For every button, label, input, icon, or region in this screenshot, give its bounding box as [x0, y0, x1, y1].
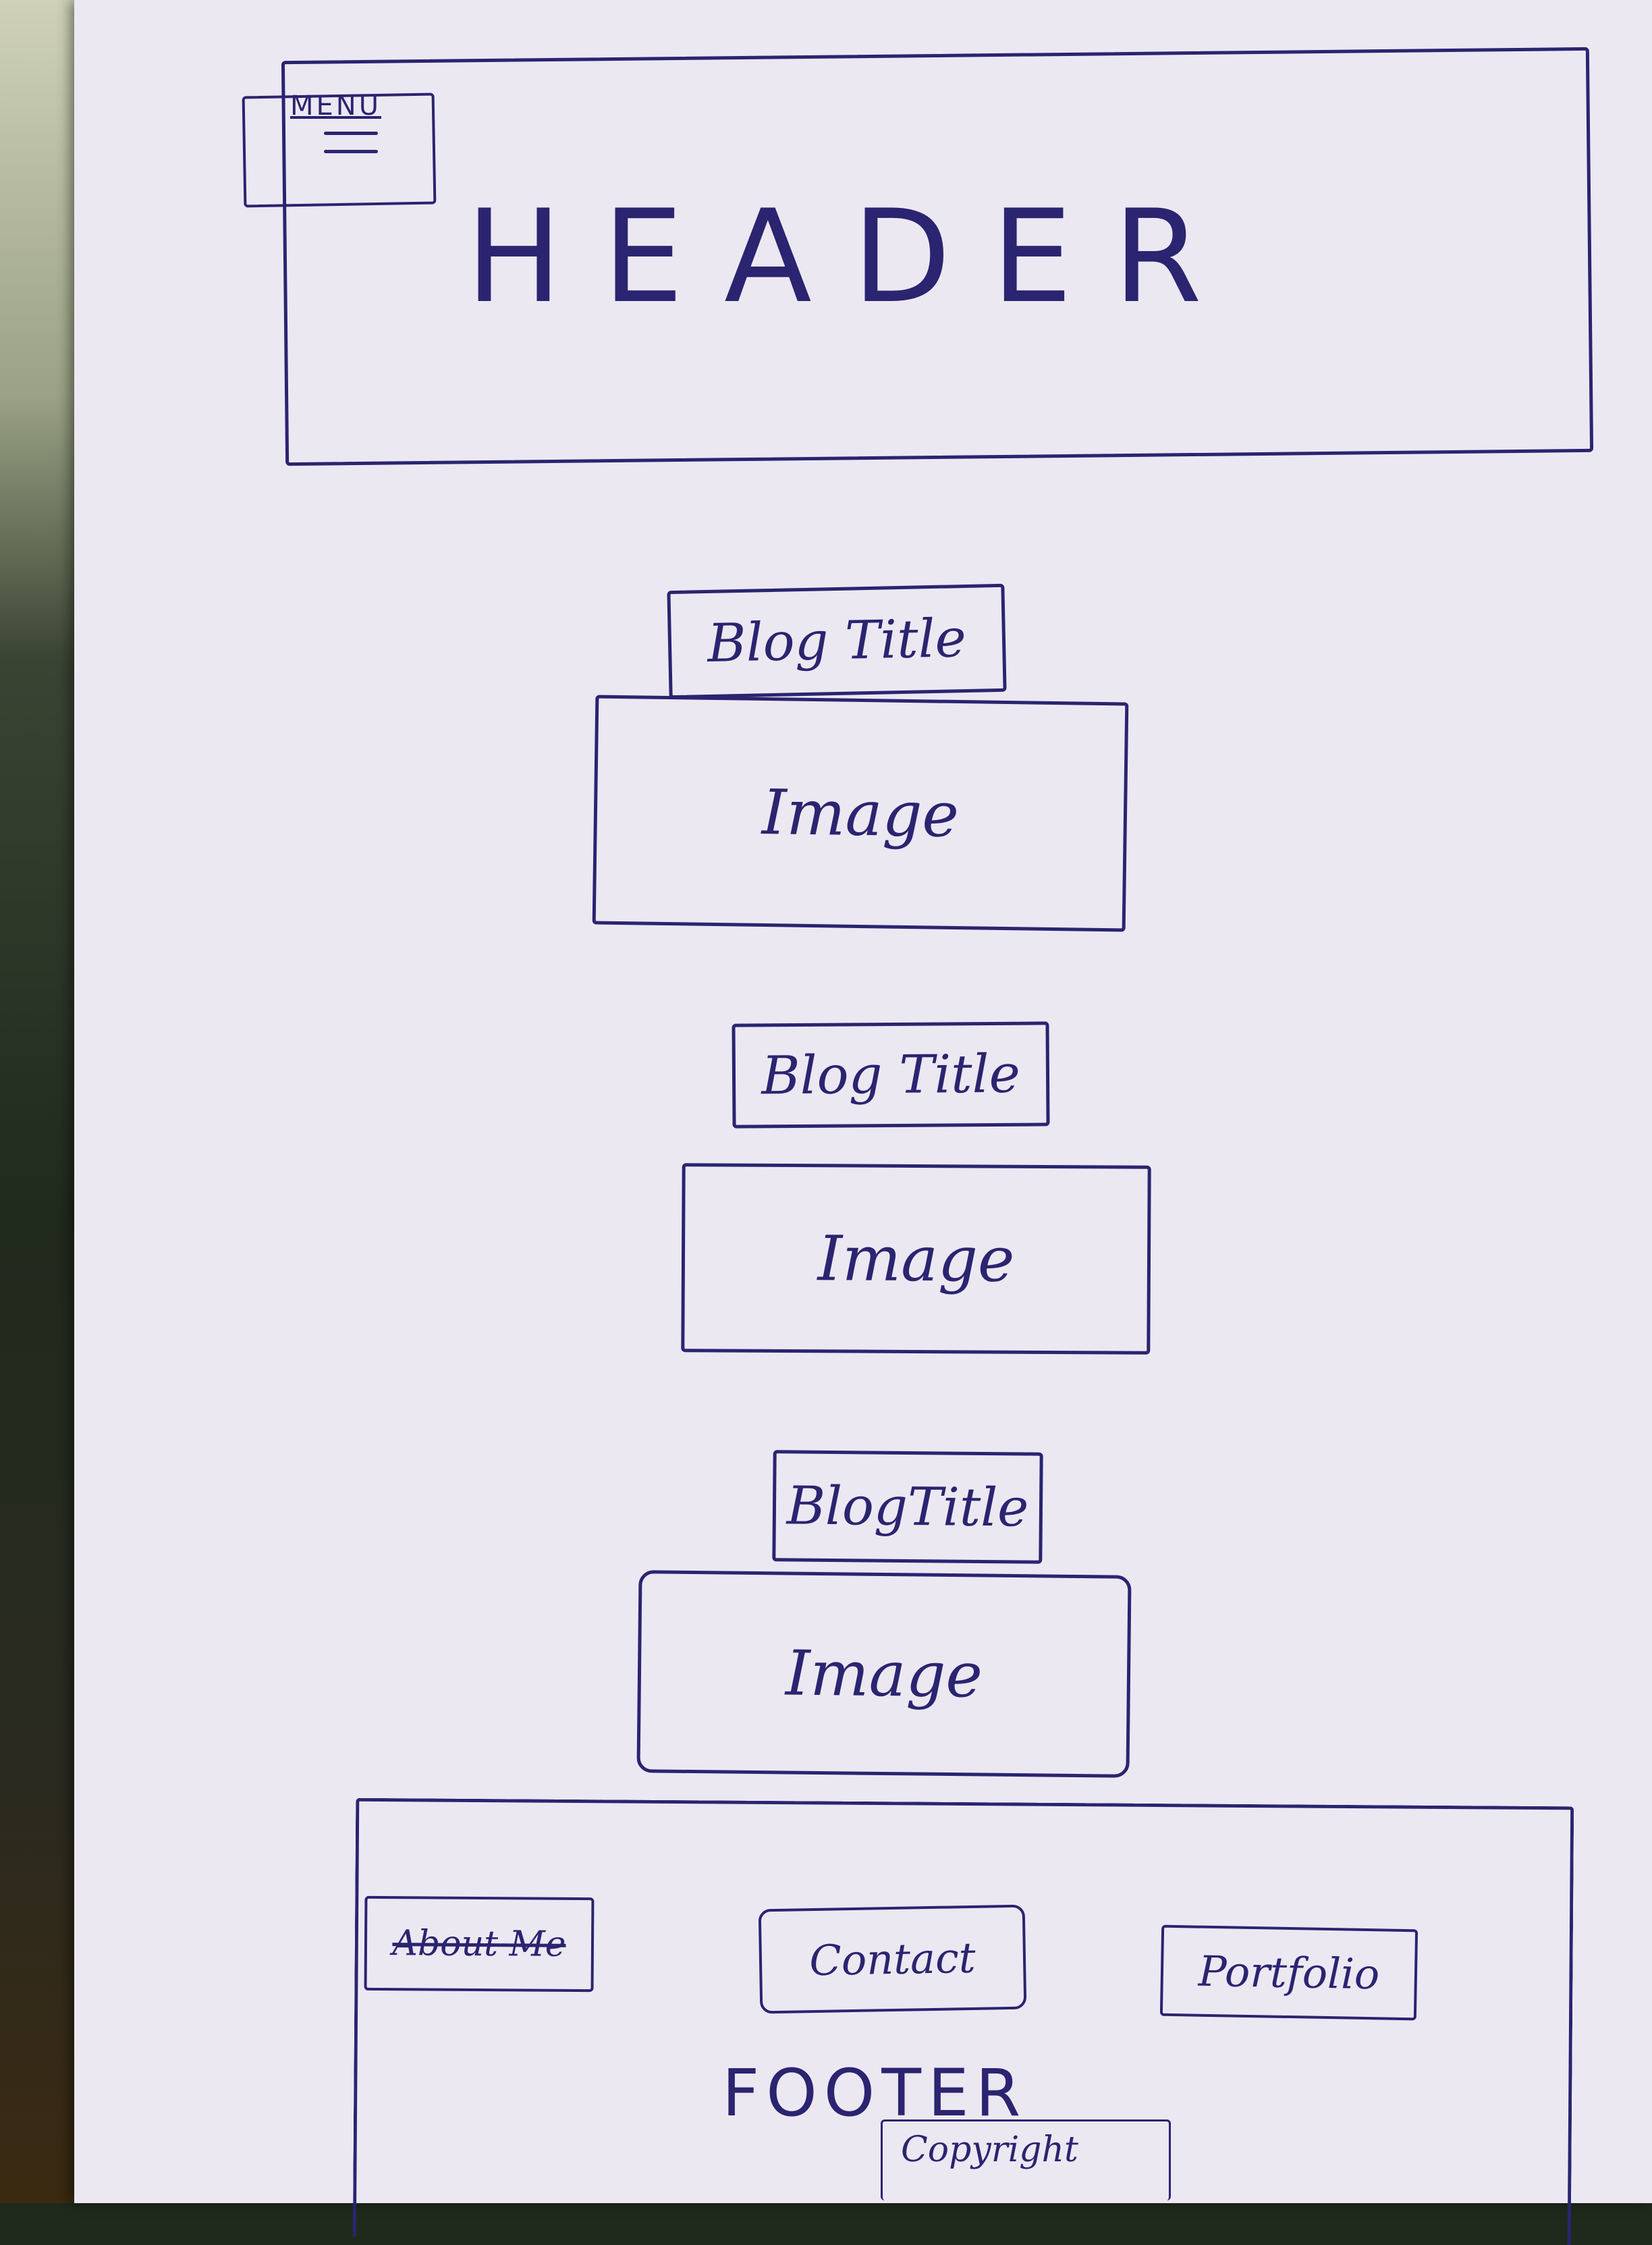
post-image-placeholder[interactable]: Image: [681, 1163, 1151, 1355]
post-title: Blog Title: [707, 607, 967, 675]
footer-link-about[interactable]: About Me: [364, 1895, 595, 1993]
footer-link-contact[interactable]: Contact: [758, 1904, 1027, 2014]
footer-link-label: About Me: [392, 1923, 566, 1965]
post-title-box[interactable]: Blog Title: [732, 1021, 1050, 1129]
post-title-box[interactable]: BlogTitle: [772, 1450, 1043, 1564]
post-image-label: Image: [817, 1222, 1015, 1296]
post-image-placeholder[interactable]: Image: [592, 695, 1129, 932]
footer-link-portfolio[interactable]: Portfolio: [1159, 1924, 1419, 2021]
post-image-label: Image: [785, 1636, 983, 1712]
post-title: Blog Title: [761, 1044, 1020, 1106]
copyright-text: Copyright: [901, 2130, 1078, 2170]
header-title: HEADER: [466, 182, 1243, 331]
footer-link-label: Contact: [808, 1932, 976, 1986]
menu-label: MENU: [290, 90, 381, 121]
post-title: BlogTitle: [786, 1475, 1029, 1539]
post-title-box[interactable]: Blog Title: [667, 583, 1007, 699]
post-image-placeholder[interactable]: Image: [636, 1570, 1132, 1778]
footer-link-label: Portfolio: [1198, 1946, 1380, 1999]
footer-title: FOOTER: [722, 2055, 1028, 2131]
hamburger-icon: [324, 132, 378, 168]
paper-sheet: MENU HEADER Blog Title Image Blog Title …: [74, 0, 1652, 2245]
post-image-label: Image: [761, 776, 960, 851]
copyright-box: [881, 2119, 1171, 2200]
